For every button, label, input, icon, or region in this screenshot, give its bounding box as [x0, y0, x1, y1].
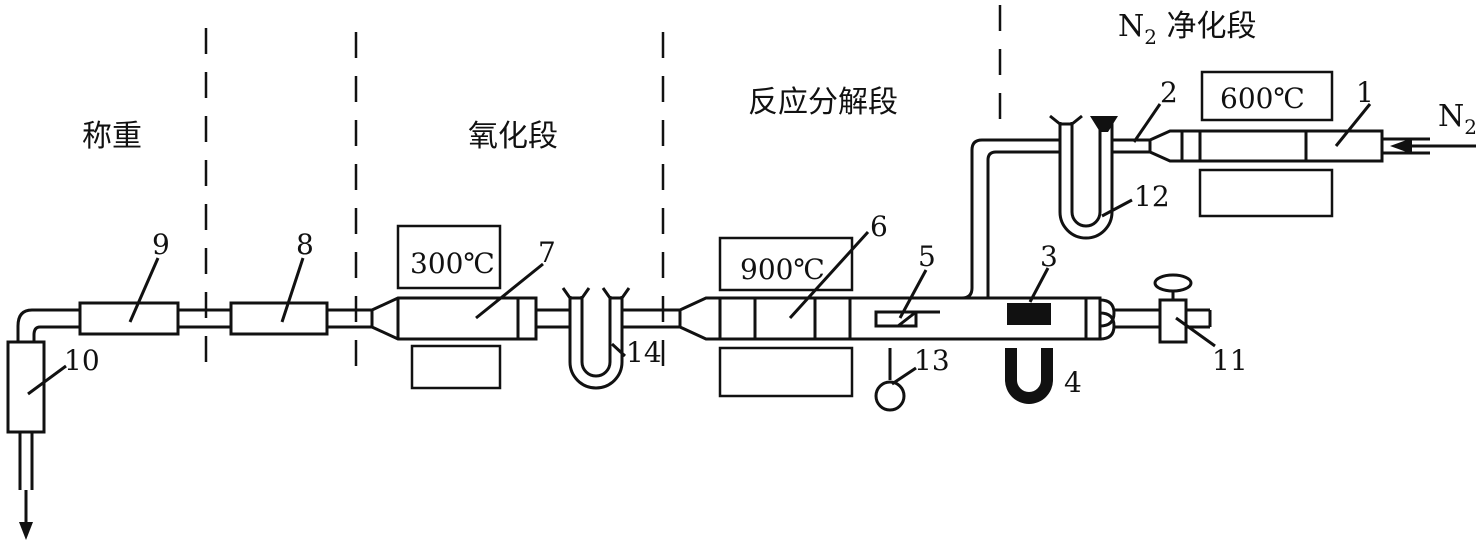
weighing-tube-8	[229, 301, 329, 336]
leader-8	[280, 257, 305, 323]
temperature-label-600: 600℃	[1220, 82, 1305, 115]
section-label-n2-purification: N2 净化段	[1118, 9, 1257, 49]
leader-3	[1028, 267, 1050, 303]
leader-7	[475, 262, 544, 320]
u-tube-12-outer	[1058, 122, 1114, 240]
pipe-left-bend-inner	[32, 325, 80, 342]
label-1: 1	[1356, 76, 1374, 109]
thermometer-13-bulb	[874, 380, 906, 412]
sample-boat-5-handle	[897, 310, 940, 328]
leader-lines	[27, 103, 1372, 396]
label-11: 11	[1212, 344, 1248, 377]
temperature-label-900: 900℃	[740, 253, 825, 286]
leader-6	[788, 230, 870, 320]
heater-box-6	[718, 346, 854, 398]
section-label-decomposition: 反应分解段	[748, 85, 898, 120]
label-10: 10	[64, 344, 100, 377]
purification-furnace-tube-1	[1148, 129, 1384, 163]
label-3: 3	[1040, 240, 1058, 273]
label-4: 4	[1064, 366, 1082, 399]
n2-inlet-arrow-icon	[1390, 138, 1412, 154]
leader-14	[610, 342, 627, 358]
label-7: 7	[538, 236, 556, 269]
label-13: 13	[914, 344, 950, 377]
outlet-arrow-icon	[19, 522, 33, 540]
temperature-label-300: 300℃	[410, 247, 495, 280]
leader-2	[1132, 103, 1162, 143]
leader-11	[1175, 316, 1216, 348]
leader-5	[898, 269, 928, 319]
section-label-weighing: 称重	[82, 119, 142, 154]
u-tube-14-inner	[580, 296, 612, 378]
riser-pipe-outer	[940, 138, 1060, 300]
heater-box-7	[410, 344, 502, 390]
label-6: 6	[870, 210, 888, 243]
n2-inlet-label: N2	[1438, 99, 1477, 139]
weighing-tube-9	[78, 301, 180, 336]
leader-13	[891, 366, 917, 386]
u-magnet-4	[1005, 348, 1053, 404]
u-tube-12-funnel	[1049, 114, 1083, 126]
label-8: 8	[296, 228, 314, 261]
u-tube-14-funnel-left	[561, 287, 591, 300]
label-5: 5	[918, 240, 936, 273]
label-9: 9	[152, 228, 170, 261]
stopper-bulge-top	[1099, 298, 1116, 328]
temperature-box-900	[718, 236, 854, 292]
magnet-block-3	[1007, 303, 1051, 325]
u-tube-14-funnel-right	[601, 287, 631, 300]
leader-10	[27, 364, 67, 396]
leader-9	[128, 257, 160, 323]
u-tube-12-inner	[1070, 122, 1102, 228]
section-label-oxidation: 氧化段	[468, 119, 558, 154]
leader-12	[1101, 198, 1133, 218]
riser-pipe-inner	[986, 150, 1060, 298]
leader-1	[1334, 103, 1372, 147]
u-tube-12-stopper	[1090, 116, 1118, 132]
label-14: 14	[626, 336, 662, 369]
label-12: 12	[1134, 180, 1170, 213]
temperature-box-600	[1200, 70, 1334, 122]
label-2: 2	[1160, 76, 1178, 109]
stopcock-11-knob	[1153, 273, 1193, 293]
heater-box-1	[1198, 168, 1334, 218]
u-tube-14-outer	[568, 296, 624, 390]
reactor-stopper	[1084, 296, 1102, 341]
pipe-left-bend-outer	[16, 308, 80, 342]
temperature-box-300	[396, 224, 502, 290]
